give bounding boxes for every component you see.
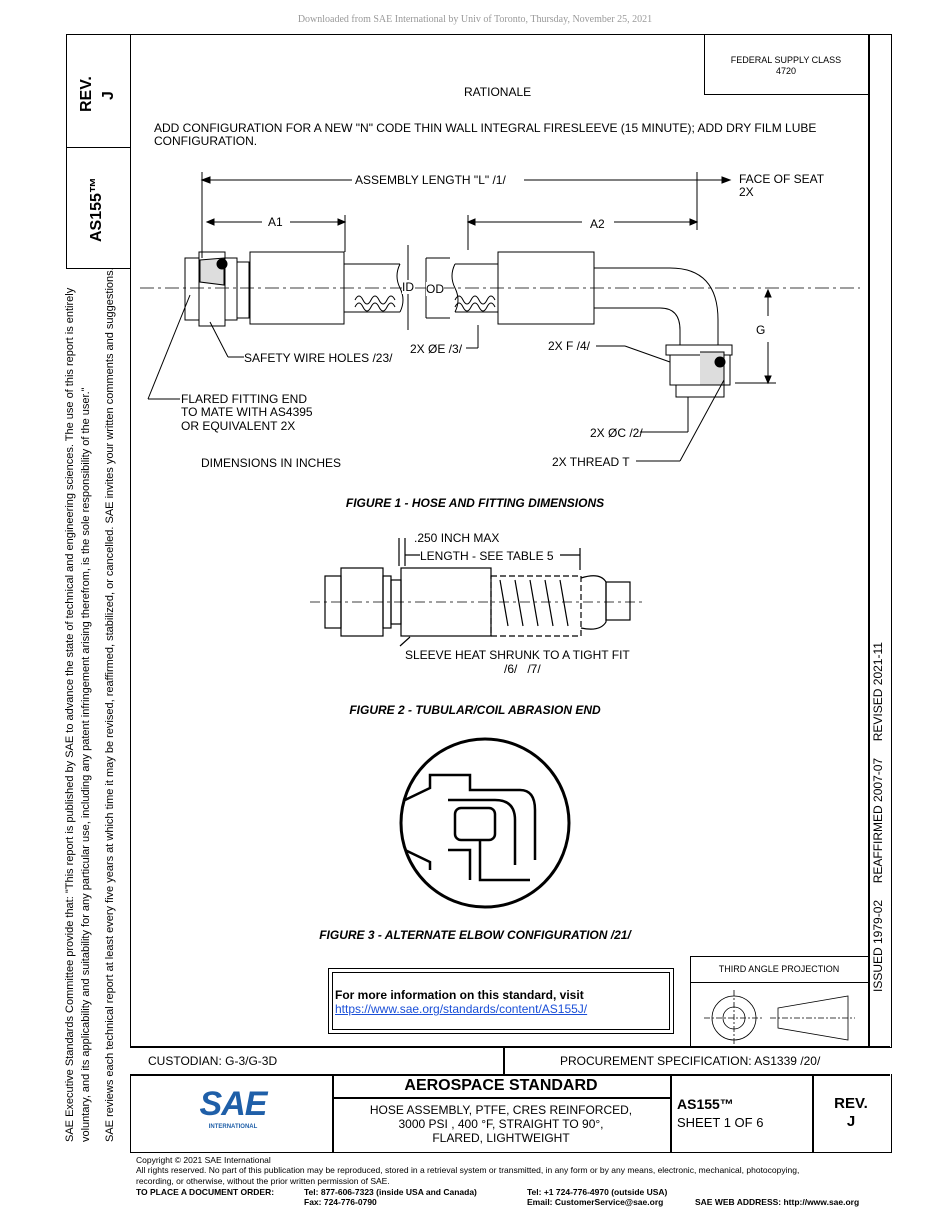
fsc-value: 4720 [775,66,797,76]
sae-logo-sub: INTERNATIONAL [208,1124,258,1130]
face-of-seat-label: FACE OF SEAT [739,172,825,186]
safety-wire-label: SAFETY WIRE HOLES /23/ [244,351,393,365]
flared-label-2: TO MATE WITH AS4395 [181,405,313,419]
projection-box [690,956,869,1047]
rationale-text-1: ADD CONFIGURATION FOR A NEW "N" CODE THI… [154,121,817,135]
info-box-inner [332,972,670,1030]
side-rev-value: J [100,91,117,100]
doc-number: AS155™ [677,1096,734,1112]
a1-label: A1 [268,215,283,229]
procurement-spec: PROCUREMENT SPECIFICATION: AS1339 /20/ [560,1054,821,1068]
projection-label: THIRD ANGLE PROJECTION [718,964,840,974]
a2-label: A2 [590,217,605,231]
side-doc-number: AS155™ [88,177,105,242]
assembly-length-label: ASSEMBLY LENGTH "L" /1/ [355,173,506,187]
thread-label: 2X THREAD T [552,455,630,469]
side-rev-box [66,34,131,148]
f-dim-label: 2X F /4/ [548,339,591,353]
title-line-1: HOSE ASSEMBLY, PTFE, CRES REINFORCED, [369,1103,633,1117]
figure1-caption: FIGURE 1 - HOSE AND FITTING DIMENSIONS [345,496,605,510]
standard-link[interactable]: https://www.sae.org/standards/content/AS… [335,1002,588,1016]
sae-logo-text: SAE [199,1085,268,1123]
drawing-frame [130,34,892,1048]
rationale-title: RATIONALE [464,85,532,99]
g-label: G [756,323,766,337]
custodian: CUSTODIAN: G-3/G-3D [148,1054,278,1068]
fax: Fax: 724-776-0790 [304,1197,377,1207]
fig2-notes-label: /6/ /7/ [504,662,541,676]
title-block-box [130,1074,892,1153]
projection-symbol [704,990,855,1044]
title-line-2: 3000 PSI , 400 °F, STRAIGHT TO 90°, [398,1117,604,1131]
rev-value: J [846,1113,856,1130]
rights-line-1: All rights reserved. No part of this pub… [136,1165,800,1175]
download-note: Downloaded from SAE International by Uni… [297,14,653,25]
standard-type: AEROSPACE STANDARD [404,1077,598,1094]
figure3-drawing [399,737,571,909]
fig2-sleeve-label: SLEEVE HEAT SHRUNK TO A TIGHT FIT [405,648,630,662]
info-text: For more information on this standard, v… [335,988,584,1002]
fig2-length-label: LENGTH - SEE TABLE 5 [420,549,554,563]
fsc-box [704,34,869,95]
id-label: ID [402,280,414,294]
flared-label-1: FLARED FITTING END [181,392,308,406]
rationale-text-2: CONFIGURATION. [154,134,258,148]
copyright: Copyright © 2021 SAE International [136,1155,271,1165]
email[interactable]: Email: CustomerService@sae.org [527,1197,664,1207]
fig2-max-label: .250 INCH MAX [414,531,500,545]
figure2-caption: FIGURE 2 - TUBULAR/COIL ABRASION END [349,703,601,717]
sae-logo: SAE INTERNATIONAL [198,1086,268,1136]
info-box [328,968,674,1034]
web-address[interactable]: SAE WEB ADDRESS: http://www.sae.org [695,1197,860,1207]
side-docnum-box [66,146,131,269]
rev-label: REV. [834,1095,868,1112]
order-label: TO PLACE A DOCUMENT ORDER: [136,1187,275,1197]
flared-label-3: OR EQUIVALENT 2X [181,419,296,433]
side-rev-label: REV. [78,76,95,112]
fsc-label: FEDERAL SUPPLY CLASS [730,55,842,65]
tel-outside: Tel: +1 724-776-4970 (outside USA) [527,1187,668,1197]
figure3-caption: FIGURE 3 - ALTERNATE ELBOW CONFIGURATION… [319,928,631,942]
od-label: OD [426,282,444,296]
units-label: DIMENSIONS IN INCHES [201,456,342,470]
tel-usa: Tel: 877-606-7323 (inside USA and Canada… [304,1187,477,1197]
face-of-seat-2x: 2X [739,185,754,199]
figure2-drawing [310,538,645,647]
title-line-3: FLARED, LIGHTWEIGHT [432,1131,570,1145]
sheet-number: SHEET 1 OF 6 [677,1115,764,1130]
e-dim-label: 2X ØE /3/ [410,342,463,356]
rights-line-2: recording, or otherwise, without the pri… [136,1176,390,1186]
c-dim-label: 2X ØC /2/ [590,426,643,440]
